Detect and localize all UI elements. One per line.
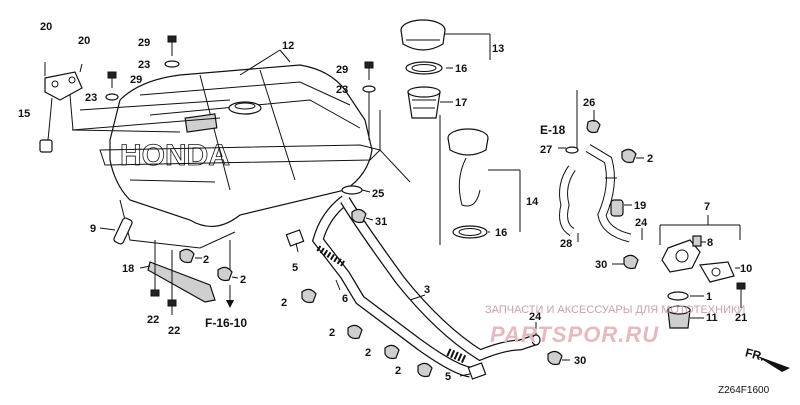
label-23: 23	[85, 92, 97, 104]
label-19: 19	[634, 200, 646, 212]
bolt-group-left	[105, 35, 376, 140]
fuel-cap-assembly	[379, 19, 491, 183]
clips-tank-bottom	[179, 240, 239, 308]
label-2: 2	[203, 254, 209, 266]
fuel-hoses	[285, 195, 537, 380]
label-5: 5	[445, 371, 451, 383]
label-20: 20	[78, 35, 90, 47]
label-2: 2	[365, 347, 371, 359]
label-2: 2	[647, 153, 653, 165]
lower-hose-clamps	[531, 322, 570, 366]
front-direction-indicator: FR.	[744, 345, 790, 372]
diagram-code: Z264F1600	[718, 385, 770, 396]
label-5: 5	[292, 262, 298, 274]
label-29: 29	[138, 37, 150, 49]
label-20: 20	[40, 21, 52, 33]
label-22: 22	[168, 325, 180, 337]
label-6: 6	[342, 293, 348, 305]
label-22: 22	[147, 314, 159, 326]
label-16: 16	[455, 63, 467, 75]
label-23: 23	[138, 59, 150, 71]
breather-group	[558, 90, 644, 243]
label-3: 3	[424, 284, 430, 296]
grommet-and-clip	[341, 185, 374, 224]
watermark-text: ЗАПЧАСТИ И АКСЕССУАРЫ ДЛЯ МОТОТЕХНИКИ	[485, 304, 745, 316]
label-27: 27	[540, 144, 552, 156]
label-8: 8	[707, 237, 713, 249]
fuel-valve-assembly	[612, 215, 746, 329]
label-2: 2	[240, 274, 246, 286]
label-31: 31	[375, 216, 387, 228]
label-9: 9	[90, 223, 96, 235]
ref-e18: E-18	[540, 123, 566, 137]
watermark: ЗАПЧАСТИ И АКСЕССУАРЫ ДЛЯ МОТОТЕХНИКИ PA…	[485, 304, 745, 347]
honda-logo-outline: HONDA	[120, 139, 230, 172]
label-29: 29	[130, 74, 142, 86]
label-13: 13	[492, 43, 504, 55]
fuel-cap-strap-assembly	[439, 115, 521, 245]
label-25: 25	[372, 188, 384, 200]
damper-and-bracket	[99, 217, 216, 315]
label-16: 16	[495, 227, 507, 239]
label-24: 24	[529, 311, 542, 323]
label-2: 2	[395, 365, 401, 377]
label-15: 15	[18, 108, 30, 120]
part-number-labels: 20 20 29 23 29 23 15 12 29 23 9 18 2 2 2…	[18, 21, 752, 383]
label-29: 29	[336, 64, 348, 76]
fuel-sensor-bracket	[39, 62, 181, 153]
label-1: 1	[706, 291, 712, 303]
label-21: 21	[735, 312, 747, 324]
label-30: 30	[574, 355, 586, 367]
front-label: FR.	[744, 345, 766, 364]
label-23: 23	[336, 84, 348, 96]
label-14: 14	[526, 196, 539, 208]
label-7: 7	[704, 201, 710, 213]
label-10: 10	[740, 263, 752, 275]
label-30: 30	[595, 259, 607, 271]
label-26: 26	[583, 97, 595, 109]
label-17: 17	[455, 97, 467, 109]
fuel-tank: HONDA	[71, 64, 381, 249]
label-24: 24	[635, 217, 648, 229]
label-11: 11	[706, 312, 718, 324]
ref-f1610: F-16-10	[205, 316, 247, 330]
label-28: 28	[560, 238, 572, 250]
label-12: 12	[282, 40, 294, 52]
label-2: 2	[281, 297, 287, 309]
clips-along-hose	[301, 288, 433, 378]
label-2: 2	[329, 327, 335, 339]
label-18: 18	[122, 263, 134, 275]
watermark-site: PARTSPOR.RU	[490, 322, 659, 347]
